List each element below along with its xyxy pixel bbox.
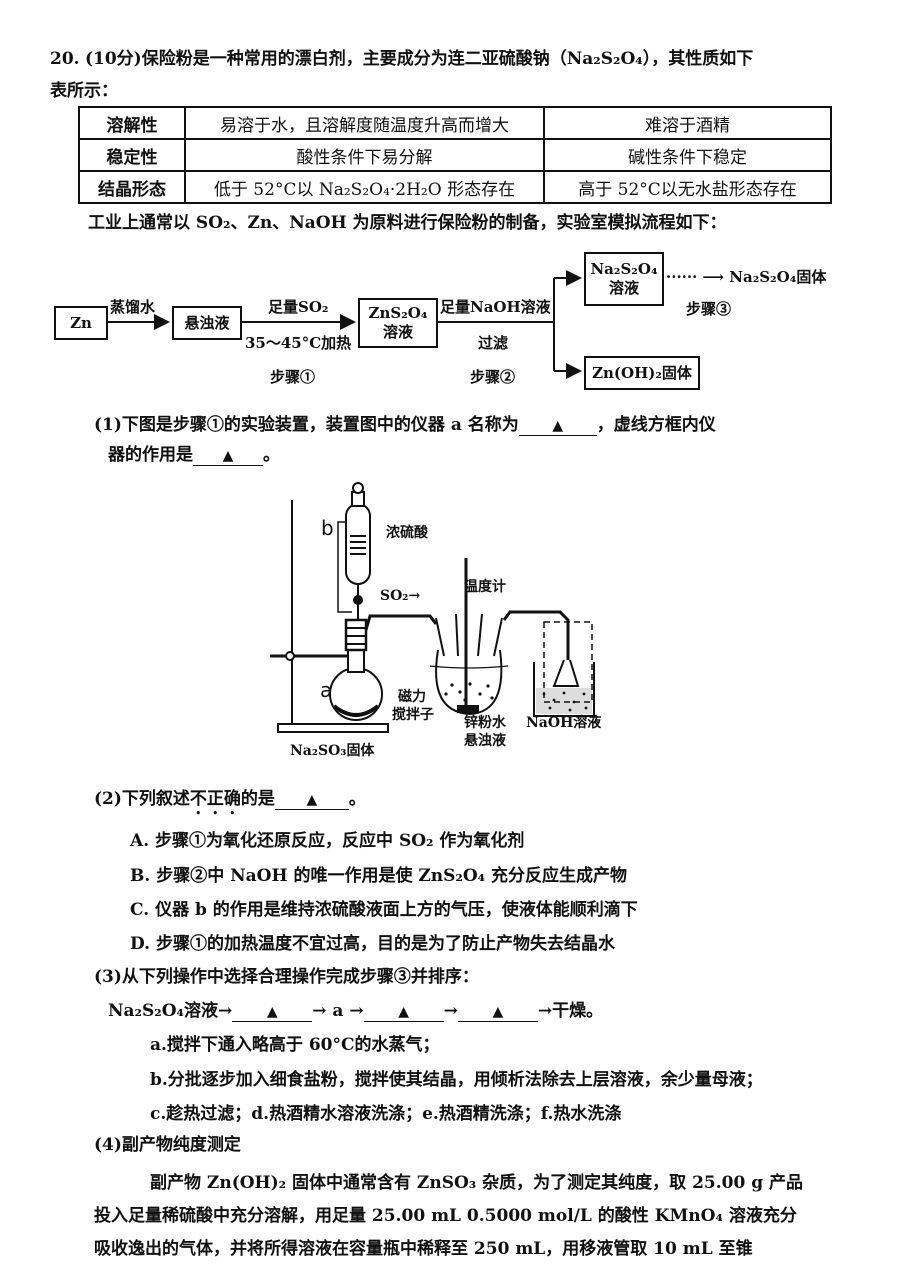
question-intro-cont: 表所示：	[50, 81, 118, 101]
label-zn-suspension-2: 悬浊液	[464, 733, 506, 749]
table-row: 稳定性 酸性条件下易分解 碱性条件下稳定	[78, 138, 832, 172]
flow-arrows	[106, 270, 582, 379]
q2-text: (2)下列叙述	[94, 789, 190, 809]
q3-seq-a: → a →	[312, 1001, 364, 1021]
label-so2: SO₂→	[380, 588, 421, 604]
label-zn-suspension-1: 锌粉水	[464, 715, 506, 731]
flow-box-na2s2o4: Na₂S₂O₄ 溶液	[584, 252, 664, 306]
blank-triangle-icon: ▲	[222, 448, 234, 464]
q1-text: 器的作用是	[108, 445, 193, 465]
question-intro: 保险粉是一种常用的漂白剂，主要成分为连二亚硫酸钠（Na₂S₂O₄），其性质如下	[141, 49, 754, 69]
q4-line1: 副产物 Zn(OH)₂ 固体中通常含有 ZnSO₃ 杂质，为了测定其纯度，取 2…	[150, 1173, 804, 1193]
table-cell: 溶解性	[78, 106, 186, 140]
q1-text: ，虚线方框内仪	[596, 415, 716, 435]
q1-text: (1)下图是步骤①的实验装置，装置图中的仪器 a 名称为	[94, 415, 519, 435]
table-cell: 结晶形态	[78, 170, 186, 204]
question-heading: 20. (10分)保险粉是一种常用的漂白剂，主要成分为连二亚硫酸钠（Na₂S₂O…	[50, 44, 753, 69]
q2-text: 。	[348, 789, 366, 809]
blank-triangle-icon: ▲	[492, 1004, 504, 1020]
q3-option-b: b.分批逐步加入细食盐粉，搅拌使其结晶，用倾析法除去上层溶液，余少量母液；	[150, 1070, 763, 1090]
label-na2so3: Na₂SO₃固体	[290, 743, 375, 759]
flow-box-label: 溶液	[382, 323, 413, 341]
label-stirrer-2: 搅拌子	[392, 707, 434, 723]
flow-label-step2: 步骤②	[470, 368, 516, 386]
flow-box-label: Zn(OH)₂固体	[592, 363, 692, 382]
q2-option-b: B. 步骤②中 NaOH 的唯一作用是使 ZnS₂O₄ 充分反应生成产物	[130, 866, 628, 886]
blank-triangle-icon: ▲	[306, 792, 318, 808]
flow-label-step1: 步骤①	[270, 368, 316, 386]
table-cell: 酸性条件下易分解	[184, 138, 545, 172]
q3-stem: (3)从下列操作中选择合理操作完成步骤③并排序：	[94, 967, 479, 987]
q4-line3: 吸收逸出的气体，并将所得溶液在容量瓶中稀释至 250 mL，用移液管取 10 m…	[94, 1239, 753, 1259]
answer-blank[interactable]: ▲	[363, 1001, 444, 1022]
question-score: (10分)	[84, 49, 142, 69]
answer-blank[interactable]: ▲	[193, 445, 263, 466]
flow-box-label: Na₂S₂O₄	[590, 260, 658, 278]
flow-box-zns2o4: ZnS₂O₄ 溶液	[358, 298, 438, 348]
q1-text: 。	[263, 445, 280, 465]
q3-seq-start: Na₂S₂O₄溶液→	[108, 1001, 233, 1021]
flow-label-filter: 过滤	[478, 334, 509, 352]
flow-box-label: Zn	[70, 313, 92, 332]
q2-option-c: C. 仪器 b 的作用是维持浓硫酸液面上方的气压，使液体能顺利滴下	[130, 900, 638, 920]
q2-option-a: A. 步骤①为氧化还原反应，反应中 SO₂ 作为氧化剂	[130, 831, 525, 851]
q3-seq-end: →干燥。	[537, 1001, 604, 1021]
answer-blank[interactable]: ▲	[274, 789, 349, 810]
label-naoh-solution: NaOH溶液	[526, 715, 602, 731]
q1-line1: (1)下图是步骤①的实验装置，装置图中的仪器 a 名称为 ▲ ，虚线方框内仪	[94, 410, 716, 436]
table-cell: 碱性条件下稳定	[543, 138, 832, 172]
label-b: b	[321, 516, 334, 540]
properties-table: 溶解性 易溶于水，且溶解度随温度升高而增大 难溶于酒精 稳定性 酸性条件下易分解…	[78, 106, 832, 204]
flow-label-step3: 步骤③	[686, 300, 732, 318]
q2-stem: (2)下列叙述不正确的是 ▲ 。	[94, 784, 366, 819]
q3-sequence: Na₂S₂O₄溶液→ ▲ → a → ▲ → ▲ →干燥。	[108, 996, 603, 1022]
table-cell: 易溶于水，且溶解度随温度升高而增大	[184, 106, 545, 140]
table-cell: 稳定性	[78, 138, 186, 172]
flow-label-water: 蒸馏水	[110, 298, 156, 316]
q1-line2: 器的作用是 ▲ 。	[108, 440, 280, 466]
blank-triangle-icon: ▲	[552, 418, 564, 434]
flow-box-label: 悬浊液	[184, 313, 230, 332]
q2-text: 的是	[240, 789, 275, 809]
process-intro: 工业上通常以 SO₂、Zn、NaOH 为原料进行保险粉的制备，实验室模拟流程如下…	[88, 213, 727, 233]
flow-label-so2: 足量SO₂	[268, 298, 329, 316]
flow-label-heat: 35～45°C加热	[245, 334, 352, 352]
q4-title: (4)副产物纯度测定	[94, 1135, 241, 1155]
question-number: 20.	[50, 49, 80, 69]
table-cell: 难溶于酒精	[543, 106, 832, 140]
table-cell: 高于 52°C以无水盐形态存在	[543, 170, 832, 204]
flow-label-to-solid: ······ ⟶ Na₂S₂O₄固体	[666, 268, 827, 286]
table-cell: 低于 52°C以 Na₂S₂O₄·2H₂O 形态存在	[184, 170, 545, 204]
label-a: a	[320, 678, 333, 702]
answer-blank[interactable]: ▲	[232, 1001, 313, 1022]
answer-blank[interactable]: ▲	[518, 415, 597, 436]
flow-box-znoh2: Zn(OH)₂固体	[584, 356, 700, 390]
label-thermometer: 温度计	[464, 579, 506, 595]
q4-line2: 投入足量稀硫酸中充分溶解，用足量 25.00 mL 0.5000 mol/L 的…	[94, 1206, 797, 1226]
q3-seq-arrow: →	[443, 1001, 458, 1021]
label-stirrer-1: 磁力	[398, 689, 426, 705]
flow-box-zn: Zn	[54, 306, 108, 340]
blank-triangle-icon: ▲	[266, 1004, 278, 1020]
label-conc-acid: 浓硫酸	[386, 525, 428, 541]
flow-label-naoh: 足量NaOH溶液	[440, 298, 551, 316]
flow-box-label: ZnS₂O₄	[368, 304, 428, 322]
q3-options-cdef: c.趁热过滤；d.热酒精水溶液洗涤；e.热酒精洗涤；f.热水洗涤	[150, 1104, 622, 1124]
flow-box-suspension: 悬浊液	[172, 306, 242, 340]
q2-option-d: D. 步骤①的加热温度不宜过高，目的是为了防止产物失去结晶水	[130, 934, 615, 954]
blank-triangle-icon: ▲	[398, 1004, 409, 1020]
apparatus-drawing	[270, 482, 595, 733]
flow-box-label: 溶液	[608, 279, 639, 297]
q2-emphasis: 不正确	[189, 789, 241, 809]
table-row: 结晶形态 低于 52°C以 Na₂S₂O₄·2H₂O 形态存在 高于 52°C以…	[78, 170, 832, 204]
q3-option-a: a.搅拌下通入略高于 60°C的水蒸气；	[150, 1035, 440, 1055]
table-row: 溶解性 易溶于水，且溶解度随温度升高而增大 难溶于酒精	[78, 106, 832, 140]
answer-blank[interactable]: ▲	[457, 1001, 538, 1022]
